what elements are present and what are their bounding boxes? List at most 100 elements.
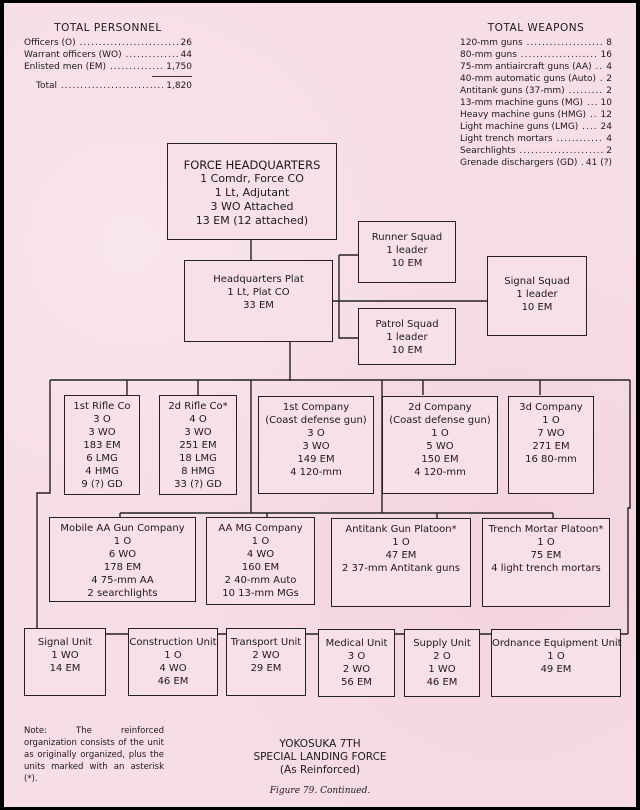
unit-detail-line: 1 O bbox=[251, 536, 270, 547]
antitank-gun-platoon-box: Antitank Gun Platoon* 1 O 47 EM 2 37-mm Ant… bbox=[331, 518, 471, 607]
weapons-row: Heavy machine guns (HMG)12 bbox=[460, 109, 612, 121]
unit-detail-line: 1 O bbox=[542, 415, 560, 426]
unit-detail-line: 1 WO bbox=[428, 664, 456, 675]
unit-detail-line: 5 WO bbox=[426, 441, 454, 452]
weapons-row: Antitank guns (37-mm)2 bbox=[460, 85, 612, 97]
unit-title: Transport Unit bbox=[230, 637, 302, 648]
unit-detail-line: 46 EM bbox=[426, 677, 458, 688]
unit-detail-line: (Coast defense gun) bbox=[265, 415, 367, 426]
unit-detail-line: 1 leader bbox=[516, 289, 558, 300]
unit-detail-line: 7 WO bbox=[537, 428, 565, 439]
personnel-row: Enlisted men (EM)1,750 bbox=[24, 61, 192, 73]
footnote: Note: The reinforced organization consis… bbox=[24, 726, 164, 784]
unit-detail-line: 4 O bbox=[189, 414, 207, 425]
unit-detail-line: 1 O bbox=[164, 650, 182, 661]
unit-title: 1st Rifle Co bbox=[73, 401, 131, 412]
unit-detail-line: 29 EM bbox=[250, 663, 282, 674]
unit-detail-line: 1 leader bbox=[386, 332, 428, 343]
unit-title: Trench Mortar Platoon* bbox=[488, 524, 604, 535]
unit-detail-line: 1 O bbox=[431, 428, 449, 439]
weapons-row: Searchlights2 bbox=[460, 145, 612, 157]
unit-detail-line: 14 EM bbox=[49, 663, 81, 674]
caption-line-2: SPECIAL LANDING FORCE bbox=[253, 751, 387, 763]
unit-detail-line: 2 O bbox=[433, 651, 451, 662]
weapons-row: 75-mm antiaircraft guns (AA)4 bbox=[460, 61, 612, 73]
total-weapons-table: TOTAL WEAPONS 120-mm guns880-mm guns1675… bbox=[460, 22, 612, 169]
unit-detail-line: 46 EM bbox=[157, 676, 189, 687]
unit-title: Mobile AA Gun Company bbox=[60, 523, 185, 534]
unit-title: 2d Rifle Co* bbox=[168, 401, 228, 412]
total-personnel-table: TOTAL PERSONNEL Officers (O)26 Warrant o… bbox=[24, 22, 192, 92]
unit-detail-line: 10 EM bbox=[391, 345, 423, 356]
personnel-row: Warrant officers (WO)44 bbox=[24, 49, 192, 61]
unit-title: Signal Squad bbox=[504, 276, 570, 287]
total-weapons-heading: TOTAL WEAPONS bbox=[487, 22, 585, 34]
unit-detail-line: 150 EM bbox=[421, 454, 459, 465]
unit-detail-line: 3 O bbox=[307, 428, 325, 439]
total-personnel-heading: TOTAL PERSONNEL bbox=[54, 22, 162, 34]
unit-detail-line: 160 EM bbox=[241, 562, 280, 573]
unit-detail-line: 75 EM bbox=[530, 550, 562, 561]
unit-detail-line: 3 WO bbox=[184, 427, 212, 438]
unit-detail-line: 56 EM bbox=[341, 677, 372, 688]
unit-detail-line: 3 WO bbox=[88, 427, 116, 438]
supply-unit-box: Supply Unit 2 O 1 WO 46 EM bbox=[404, 629, 480, 697]
unit-detail-line: 10 EM bbox=[391, 258, 423, 269]
unit-title: Antitank Gun Platoon* bbox=[345, 524, 457, 535]
unit-detail-line: 18 LMG bbox=[179, 453, 217, 464]
unit-detail-line: 4 120-mm bbox=[290, 467, 342, 478]
unit-detail-line: 4 HMG bbox=[85, 466, 119, 477]
unit-title: Headquarters Plat bbox=[213, 274, 304, 285]
unit-title: AA MG Company bbox=[218, 523, 303, 534]
unit-detail-line: 4 WO bbox=[246, 549, 275, 560]
unit-detail-line: 1 Lt, Adjutant bbox=[214, 186, 290, 199]
unit-title: Construction Unit bbox=[129, 637, 217, 648]
unit-detail-line: 1 O bbox=[537, 537, 555, 548]
unit-detail-line: 33 (?) GD bbox=[174, 479, 222, 490]
unit-detail-line: 271 EM bbox=[532, 441, 570, 452]
unit-detail-line: 1 WO bbox=[51, 650, 79, 661]
unit-detail-line: 183 EM bbox=[83, 440, 121, 451]
unit-title: Patrol Squad bbox=[375, 319, 439, 330]
unit-detail-line: 1 O bbox=[547, 651, 565, 662]
unit-detail-line: 1 O bbox=[113, 536, 132, 547]
unit-detail-line: 3 WO Attached bbox=[210, 200, 294, 213]
transport-unit-box: Transport Unit 2 WO 29 EM bbox=[226, 628, 306, 696]
unit-detail-line: 251 EM bbox=[179, 440, 217, 451]
unit-detail-line: 3 WO bbox=[302, 441, 330, 452]
unit-detail-line: 149 EM bbox=[297, 454, 335, 465]
unit-detail-line: 8 HMG bbox=[181, 466, 215, 477]
caption-line-1: YOKOSUKA 7TH bbox=[279, 738, 361, 750]
unit-title: FORCE HEADQUARTERS bbox=[183, 158, 321, 172]
trench-mortar-platoon-box: Trench Mortar Platoon* 1 O 75 EM 4 light tr… bbox=[482, 518, 610, 607]
weapons-row: 80-mm guns16 bbox=[460, 49, 612, 61]
unit-detail-line: 2 40-mm Auto bbox=[224, 575, 297, 586]
unit-detail-line: 2 37-mm Antitank guns bbox=[341, 563, 460, 574]
personnel-row: Officers (O)26 bbox=[24, 37, 192, 49]
unit-detail-line: 6 LMG bbox=[86, 453, 118, 464]
unit-detail-line: 1 leader bbox=[386, 245, 428, 256]
unit-detail-line: 33 EM bbox=[243, 300, 274, 311]
weapons-row: Light machine guns (LMG)24 bbox=[460, 121, 612, 133]
unit-title: Medical Unit bbox=[325, 638, 388, 649]
unit-detail-line: 1 O bbox=[392, 537, 410, 548]
unit-detail-line: 2 WO bbox=[252, 650, 280, 661]
chart-caption: YOKOSUKA 7TH SPECIAL LANDING FORCE (As R… bbox=[200, 738, 440, 777]
unit-detail-line: 178 EM bbox=[103, 562, 142, 573]
unit-detail-line: 4 light trench mortars bbox=[491, 563, 601, 574]
weapons-row: 13-mm machine guns (MG)10 bbox=[460, 97, 612, 109]
unit-detail-line: 47 EM bbox=[385, 550, 417, 561]
unit-detail-line: 16 80-mm bbox=[525, 454, 577, 465]
unit-detail-line: 6 WO bbox=[108, 549, 137, 560]
unit-title: Supply Unit bbox=[413, 638, 471, 649]
unit-detail-line: (Coast defense gun) bbox=[389, 415, 491, 426]
unit-detail-line: 4 120-mm bbox=[414, 467, 466, 478]
unit-title: Runner Squad bbox=[371, 232, 443, 243]
total-rule bbox=[152, 76, 192, 77]
